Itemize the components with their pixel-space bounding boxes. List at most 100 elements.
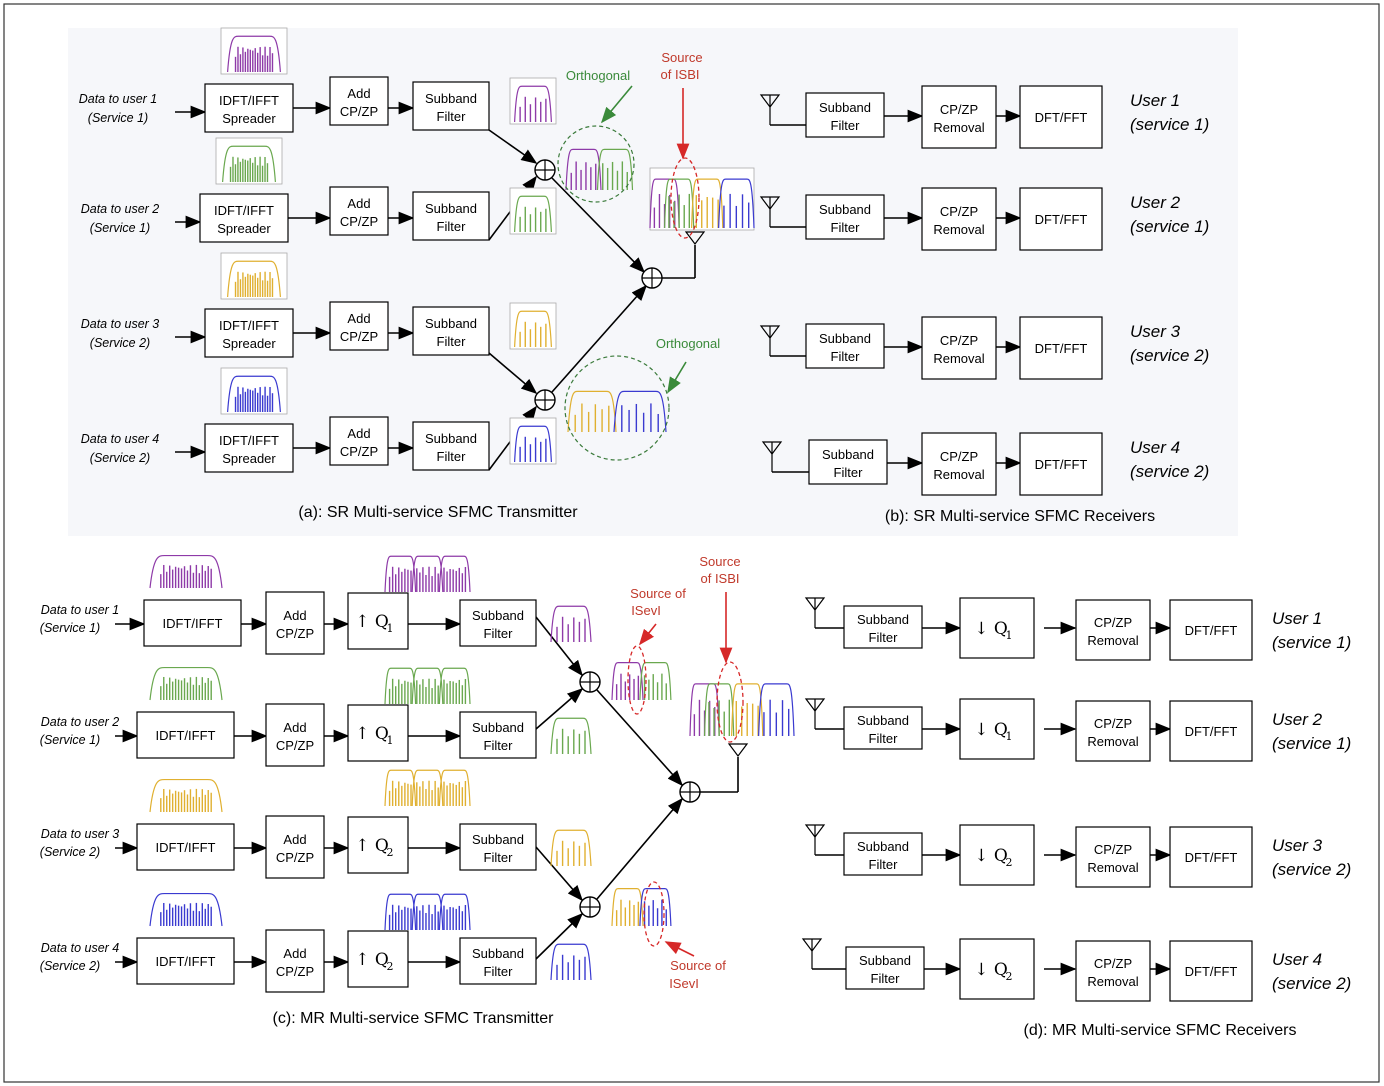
a-spread-spectrum-3	[220, 252, 288, 300]
a-spreader-3-label-1: IDFT/IFFT	[219, 318, 279, 333]
d-user-3-line2: (service 2)	[1272, 860, 1351, 879]
b-subband-4	[808, 439, 888, 485]
d-dft-3	[1169, 826, 1253, 888]
a-combo-bottom	[567, 390, 667, 433]
d-removal-2	[1075, 700, 1151, 762]
c-filter-spectrum-2	[550, 717, 592, 755]
c-idft-spectrum-4	[149, 892, 223, 927]
a-filter-spectrum-1-frame	[509, 77, 557, 125]
a-spreader-4-label-2: Spreader	[222, 451, 276, 466]
d-dft-1	[1169, 599, 1253, 661]
c-idft-spectrum-1-envelope	[149, 554, 223, 589]
a-addcp-3	[329, 301, 389, 351]
c-arrow-sum2a	[535, 846, 584, 902]
c-idft-3	[136, 823, 235, 871]
c-arrow-final-a	[596, 689, 684, 787]
a-subband-4-label-2: Filter	[437, 449, 467, 464]
a-subband-4	[412, 421, 490, 471]
a-combo-top-envelope	[596, 148, 634, 191]
c-arrow-sum1a	[535, 616, 583, 677]
c-addcp-4-label-1: Add	[283, 946, 306, 961]
c-input-2-line1: Data to user 2	[41, 715, 120, 729]
a-filter-spectrum-2	[509, 187, 557, 235]
a-filter-spectrum-1	[509, 77, 557, 125]
b-subband-4-label-1: Subband	[822, 447, 874, 462]
b-user-3-line2: (service 2)	[1130, 346, 1209, 365]
a-addcp-2	[329, 186, 389, 236]
a-orthogonal-circle-top	[557, 125, 635, 203]
a-spread-spectrum-4-envelope	[227, 375, 281, 413]
a-combined-spectrum	[649, 167, 755, 231]
a-subband-1	[412, 81, 490, 131]
b-removal-3-label-2: Removal	[933, 351, 984, 366]
b-dft-1-label: DFT/FFT	[1035, 110, 1088, 125]
b-removal-4-label-2: Removal	[933, 467, 984, 482]
a-combo-top	[565, 148, 634, 191]
d-user-4-line2: (service 2)	[1272, 974, 1351, 993]
a-spreader-2	[199, 193, 289, 243]
d-user-1-line1: User 1	[1272, 609, 1322, 628]
a-arrow-final-b	[551, 284, 648, 393]
c-input-1-line2: (Service 1)	[40, 621, 100, 635]
b-user-4-line2: (service 2)	[1130, 462, 1209, 481]
d-subband-4	[845, 946, 925, 990]
a-combined-spectrum-envelope	[691, 178, 724, 229]
c-up-spectrum-4-envelope	[438, 893, 471, 931]
a-spread-spectrum-1	[220, 27, 288, 75]
a-source-isbi-2: of ISBI	[660, 67, 699, 82]
c-subband-4-label-2: Filter	[484, 964, 514, 979]
c-up-spectrum-1-envelope	[438, 555, 471, 593]
a-arrow-final-a	[551, 177, 646, 274]
a-input-3-line2: (Service 2)	[90, 336, 150, 350]
d-subband-3-label-1: Subband	[857, 839, 909, 854]
c-filter-spectrum-4-envelope	[550, 943, 592, 981]
b-subband-1-label-1: Subband	[819, 100, 871, 115]
c-upsample-4-subscript: 2	[387, 960, 394, 973]
d-removal-2-label-1: CP/ZP	[1094, 716, 1132, 731]
c-subband-4-label-1: Subband	[472, 946, 524, 961]
c-filter-spectrum-1-envelope	[550, 605, 592, 643]
a-addcp-3-label-1: Add	[347, 311, 370, 326]
a-spreader-3-label-2: Spreader	[222, 336, 276, 351]
c-upsample-1-subscript: 1	[387, 622, 394, 635]
b-user-1-line2: (service 1)	[1130, 115, 1209, 134]
a-filter-spectrum-2-frame	[509, 187, 557, 235]
a-combo-bottom-envelope	[613, 390, 667, 433]
a-spreader-4	[204, 423, 294, 473]
b-caption: (b): SR Multi-service SFMC Receivers	[885, 508, 1155, 525]
c-filter-spectrum-2-envelope	[550, 717, 592, 755]
b-removal-1-label-1: CP/ZP	[940, 102, 978, 117]
d-dft-3-label: DFT/FFT	[1185, 850, 1238, 865]
c-idft-1	[143, 599, 242, 647]
c-subband-4	[459, 937, 537, 985]
b-dft-3-label: DFT/FFT	[1035, 341, 1088, 356]
c-arrow-isevi-bottom	[664, 941, 695, 957]
b-removal-2-label-1: CP/ZP	[940, 204, 978, 219]
c-idft-spectrum-3	[149, 778, 223, 813]
d-subband-1	[843, 605, 923, 649]
c-arrow-sum1b	[535, 687, 584, 730]
c-combo-bottom-envelope	[639, 888, 672, 927]
c-upsample-4	[347, 930, 409, 988]
b-subband-2-label-2: Filter	[831, 220, 861, 235]
c-subband-2	[459, 711, 537, 759]
c-source-isevi-top-1: Source of	[630, 586, 686, 601]
c-subband-1	[459, 599, 537, 647]
d-downsample-1-subscript: 1	[1006, 629, 1013, 642]
d-removal-4-label-2: Removal	[1087, 974, 1138, 989]
c-subband-3-label-2: Filter	[484, 850, 514, 865]
a-arrow-sum1a	[488, 129, 538, 164]
a-addcp-2-label-2: CP/ZP	[340, 214, 378, 229]
c-idft-spectrum-4-envelope	[149, 892, 223, 927]
c-combo-top-envelope	[639, 662, 672, 701]
b-removal-1-label-2: Removal	[933, 120, 984, 135]
b-removal-4-label-1: CP/ZP	[940, 449, 978, 464]
b-subband-4-label-2: Filter	[834, 465, 864, 480]
c-isevi-ellipse-top	[627, 645, 647, 715]
c-addcp-4	[265, 929, 325, 993]
a-spread-spectrum-2	[215, 137, 283, 185]
a-subband-4-label-1: Subband	[425, 431, 477, 446]
c-arrow-isevi-top	[639, 623, 657, 646]
b-removal-3	[921, 316, 997, 380]
